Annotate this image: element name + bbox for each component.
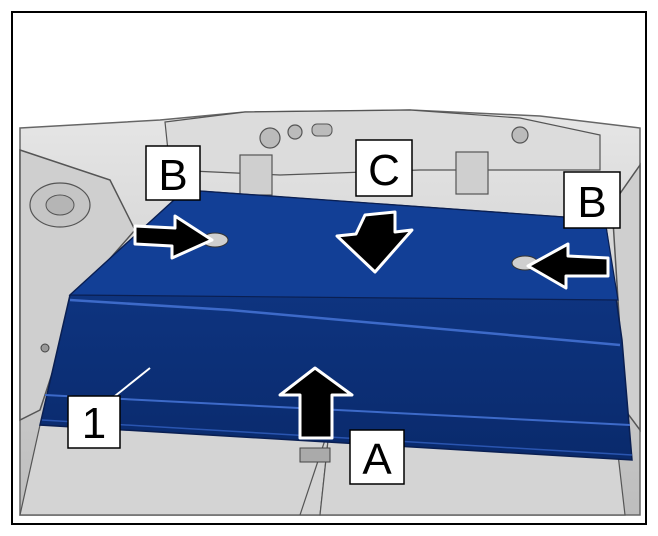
callout-b-right: B — [563, 171, 621, 229]
luggage-cover-panel — [39, 189, 633, 463]
arrow-a-icon — [278, 366, 354, 440]
callout-a: A — [349, 429, 405, 485]
arrow-b-right-icon — [526, 242, 610, 290]
arrow-b-left-icon — [133, 214, 214, 260]
callout-b-left: B — [145, 145, 201, 201]
callout-b-right-text: B — [577, 178, 606, 227]
callout-part-1: 1 — [67, 395, 121, 449]
arrow-c-icon — [335, 210, 414, 274]
callout-c: C — [355, 139, 413, 197]
callout-a-text: A — [362, 435, 392, 484]
callout-part-1-text: 1 — [82, 399, 106, 448]
callout-c-text: C — [368, 146, 400, 195]
callout-b-left-text: B — [158, 151, 187, 200]
part-1-leader-line — [109, 367, 151, 401]
